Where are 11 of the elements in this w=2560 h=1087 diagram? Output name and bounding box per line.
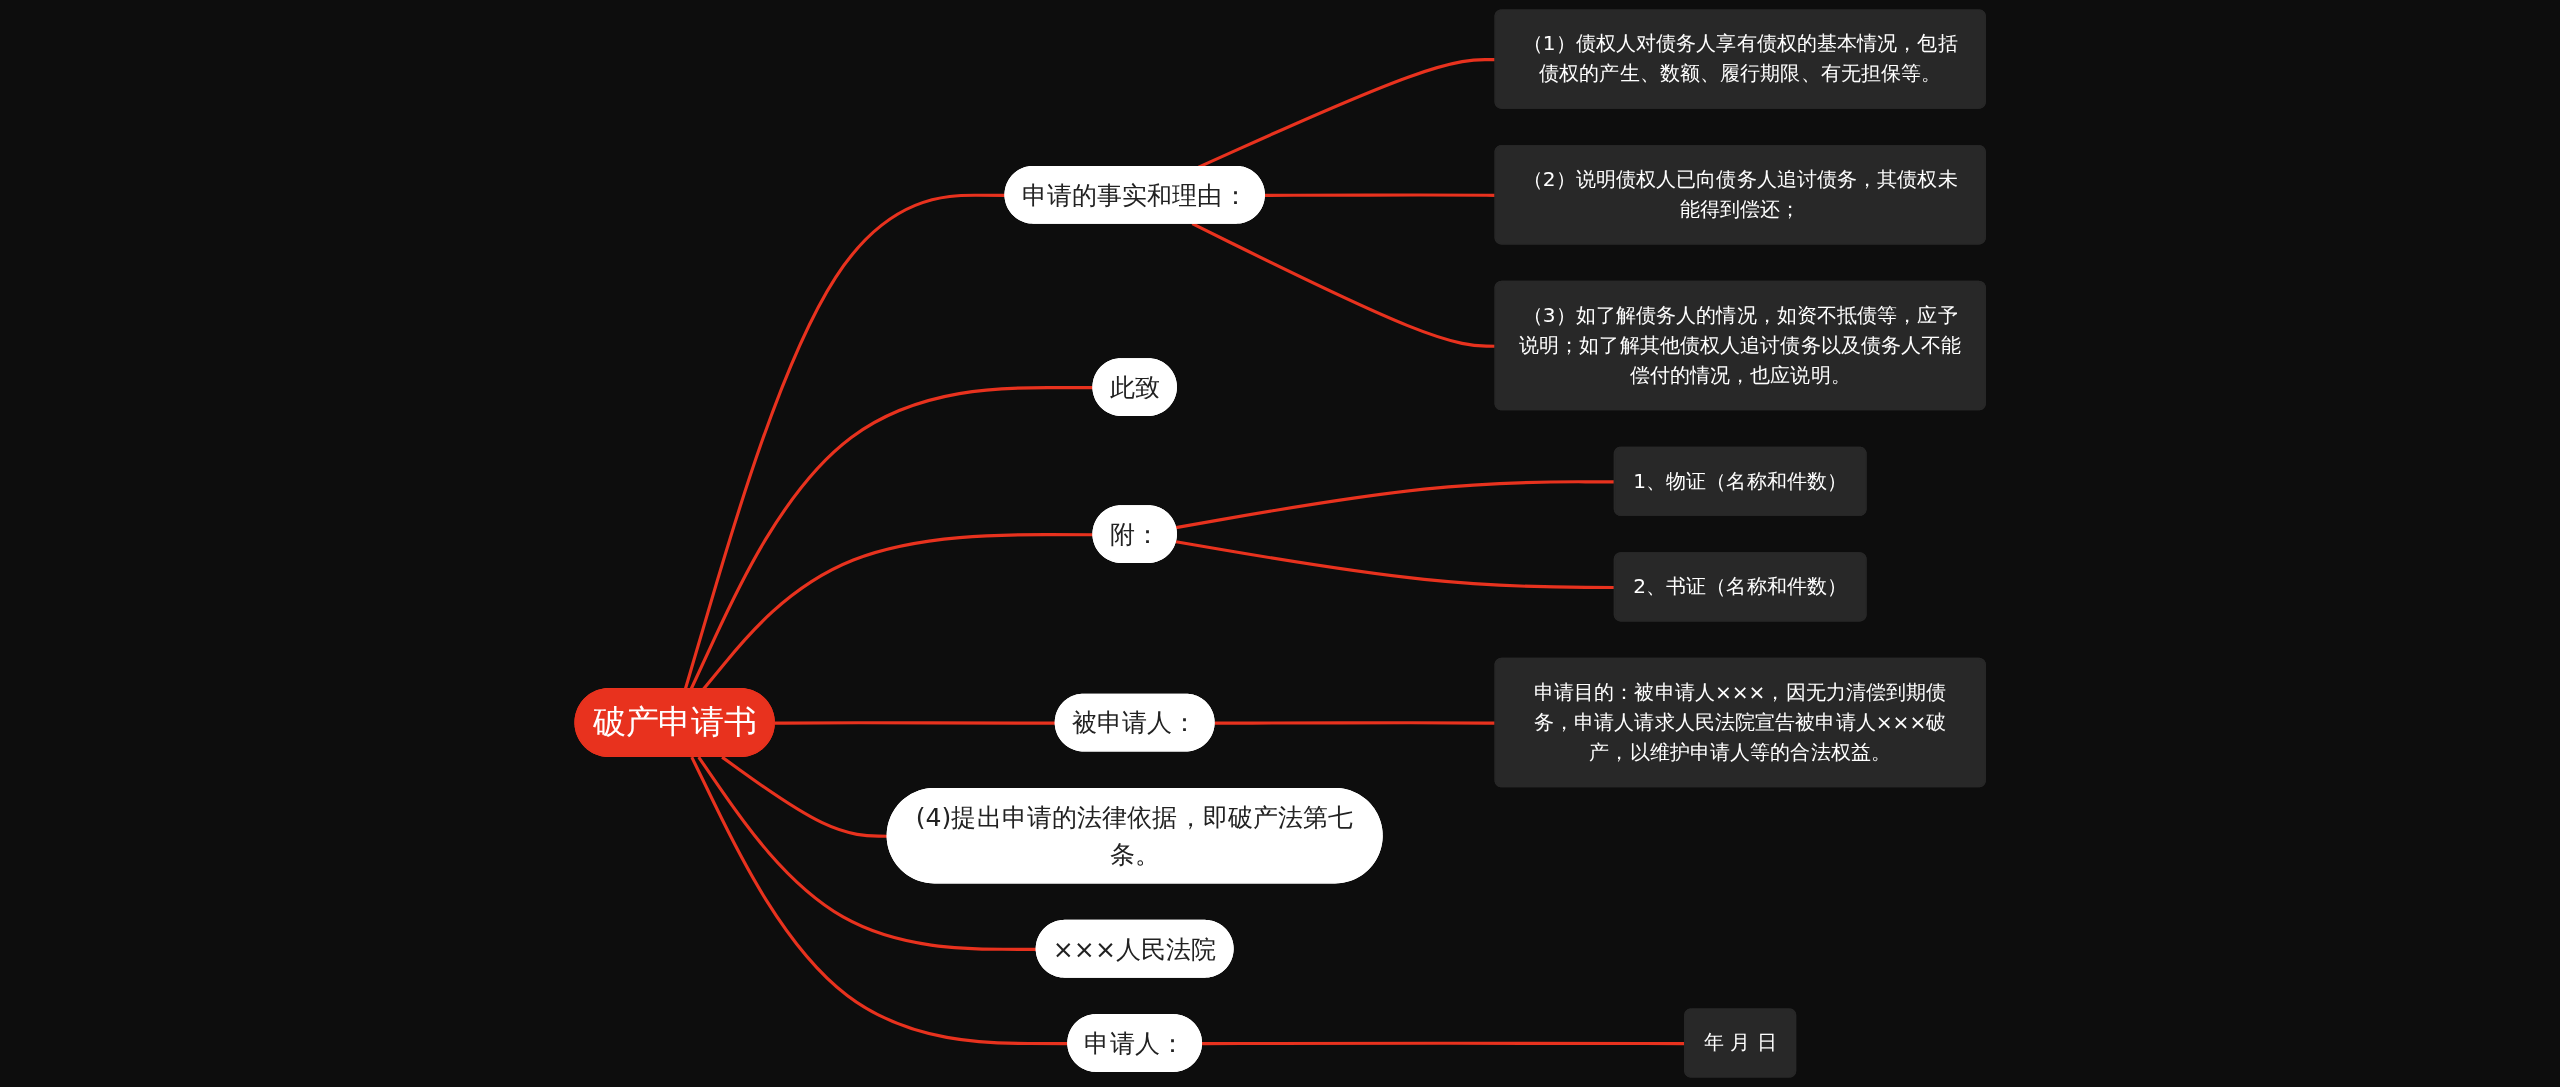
connector [1214,721,1496,725]
connector [1175,480,1615,530]
connector [1175,540,1615,590]
connector [721,755,888,838]
connector [689,386,1094,690]
connector [690,756,1069,1046]
connector [1191,222,1496,348]
connector [683,193,1006,690]
connector [697,756,1037,951]
connector [774,721,1056,725]
connector [1264,193,1496,197]
